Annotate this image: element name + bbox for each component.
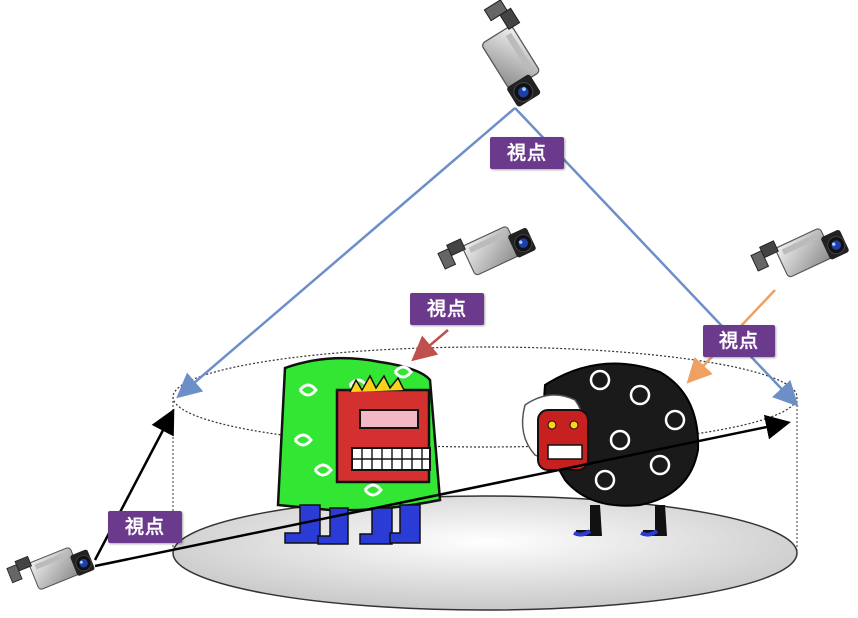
viewpoint-label-right: 視点 — [703, 325, 775, 357]
viewpoint-label-top: 視点 — [490, 137, 564, 169]
video-camera-icon — [435, 210, 538, 289]
video-camera-icon — [748, 212, 851, 291]
video-camera-icon — [5, 534, 96, 601]
shishimai-green-figure — [276, 356, 442, 545]
stage-cylinder — [172, 346, 798, 611]
middle-viewpoint-arrow — [411, 329, 449, 362]
viewpoint-label-middle: 視点 — [410, 293, 484, 325]
video-camera-icon — [464, 0, 559, 109]
viewpoint-label-left: 視点 — [108, 511, 182, 543]
left-viewpoint-lines — [93, 408, 791, 568]
